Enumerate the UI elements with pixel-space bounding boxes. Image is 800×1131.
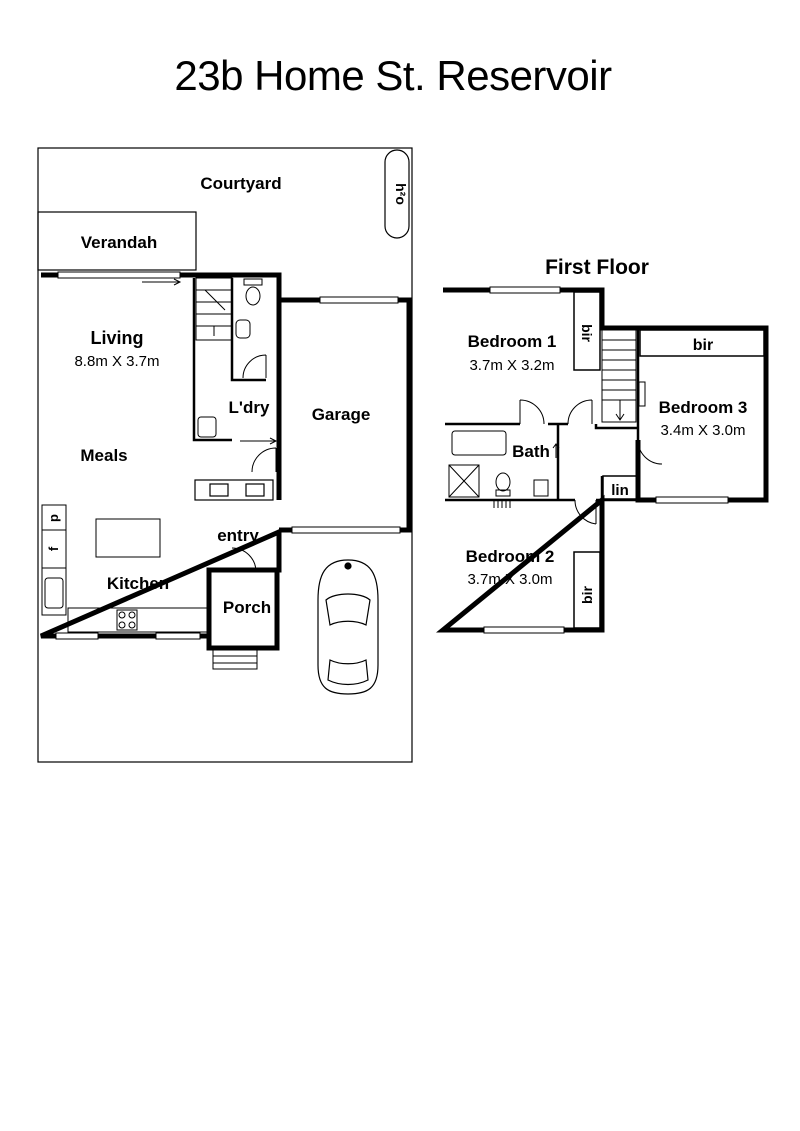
first-floor-internal-walls: [445, 330, 640, 502]
first-floor-heading: First Floor: [545, 256, 649, 279]
bir-bed3-label: bir: [693, 337, 713, 354]
bir-bed2-label: bir: [579, 586, 595, 604]
hot-water-label: h²o: [393, 183, 409, 205]
fridge-label: f: [46, 546, 61, 551]
entry-door-ground: [251, 447, 277, 473]
windows-first: [483, 286, 729, 634]
bir-bed2: [573, 551, 601, 629]
pantry-label: p: [46, 514, 61, 522]
porch-wall: [206, 567, 280, 651]
laundry-wall: [192, 278, 266, 442]
linen-label: lin: [611, 482, 629, 499]
laundry-arrow: [240, 437, 278, 445]
verandah-label: Verandah: [81, 233, 158, 252]
living-dims: 8.8m X 3.7m: [74, 353, 159, 370]
porch-steps: [212, 648, 258, 670]
bedroom2-label: Bedroom 2: [466, 547, 555, 566]
toilet-ground: [243, 278, 263, 306]
bench-ground: [194, 479, 274, 501]
bath-label: Bath: [512, 442, 550, 461]
windows-ground: [55, 271, 401, 640]
bedroom1-label: Bedroom 1: [468, 332, 557, 351]
sliding-door-arrow: [142, 278, 182, 286]
garage-label: Garage: [312, 405, 371, 424]
bir-bed1-label: bir: [579, 324, 595, 342]
bath-fixtures: [448, 430, 549, 508]
bedroom1-dims: 3.7m X 3.2m: [469, 357, 554, 374]
meals-label: Meals: [80, 446, 127, 465]
living-label: Living: [91, 328, 144, 348]
ground-floor: Courtyard h²o Verandah Living 8.8m X 3.7…: [37, 147, 413, 763]
kitchen-label: Kitchen: [107, 574, 169, 593]
porch-door: [231, 547, 257, 573]
linen-cupboard: [602, 475, 638, 500]
verandah-outline: [37, 211, 197, 271]
courtyard-label: Courtyard: [200, 174, 281, 193]
basin-ground: [235, 319, 251, 339]
kitchen-fittings: [41, 504, 209, 633]
car-icon: [317, 559, 379, 695]
doors-first: [519, 399, 663, 525]
laundry-label: L'dry: [229, 398, 270, 417]
stairs-ground: [195, 277, 233, 341]
porch-label: Porch: [223, 598, 271, 617]
bedroom3-dims: 3.4m X 3.0m: [660, 422, 745, 439]
first-floor: First Floor: [435, 256, 769, 634]
bedroom2-dims: 3.7m X 3.0m: [467, 571, 552, 588]
entry-label: entry: [217, 526, 259, 545]
site-boundary: [37, 147, 413, 763]
wc-door: [242, 354, 267, 379]
stairs-first: [601, 329, 637, 423]
hot-water-unit: [384, 149, 410, 239]
bir-bed1: [573, 291, 601, 371]
plan-title: 23b Home St. Reservoir: [174, 52, 612, 99]
bir-bed3: [639, 329, 765, 357]
bedroom3-label: Bedroom 3: [659, 398, 748, 417]
laundry-tub: [197, 416, 217, 438]
